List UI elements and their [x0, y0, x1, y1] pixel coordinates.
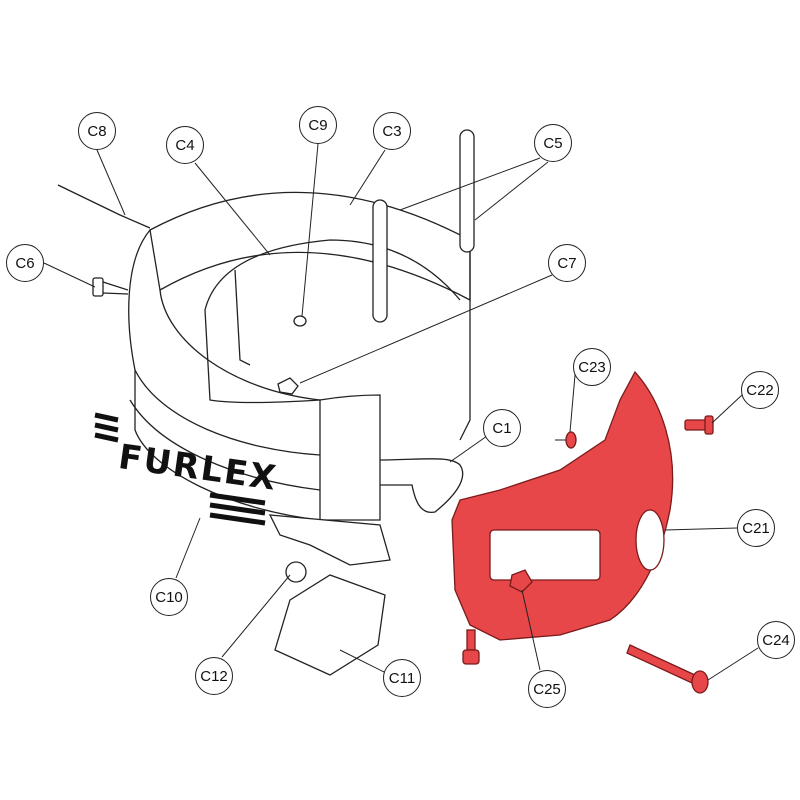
callout-c24: C24 — [757, 621, 795, 659]
callout-c3: C3 — [373, 112, 411, 150]
drum-housing-c3 — [128, 191, 471, 521]
callout-c25: C25 — [528, 670, 566, 708]
callout-c1: C1 — [483, 409, 521, 447]
guard-c21 — [451, 370, 674, 641]
callout-c4: C4 — [166, 126, 204, 164]
callout-c9: C9 — [299, 106, 337, 144]
washer-c9 — [293, 315, 307, 327]
block-c11 — [274, 574, 386, 676]
leader-lines — [43, 143, 759, 681]
washer-c23 — [565, 431, 577, 449]
callout-c21: C21 — [737, 509, 775, 547]
screw-c6 — [92, 277, 129, 297]
callout-c22: C22 — [741, 371, 779, 409]
callout-c7: C7 — [548, 244, 586, 282]
bracket-c10 — [268, 514, 391, 566]
ball-c12 — [285, 561, 307, 583]
callout-c11: C11 — [383, 659, 421, 697]
callout-c23: C23 — [573, 348, 611, 386]
inner-ring-c4 — [204, 239, 461, 404]
screw-bottom — [462, 629, 480, 665]
nut-c25 — [509, 569, 533, 593]
rods-c5 — [372, 129, 475, 323]
callout-c12: C12 — [195, 657, 233, 695]
screw-c22 — [684, 415, 714, 435]
callout-c6: C6 — [6, 244, 44, 282]
callout-c8: C8 — [78, 112, 116, 150]
bolt-c24 — [626, 644, 709, 694]
callout-c10: C10 — [150, 578, 188, 616]
callout-c5: C5 — [534, 124, 572, 162]
nut-c7 — [277, 377, 299, 395]
logo-stripes — [94, 412, 266, 526]
wire-c8 — [57, 184, 151, 229]
